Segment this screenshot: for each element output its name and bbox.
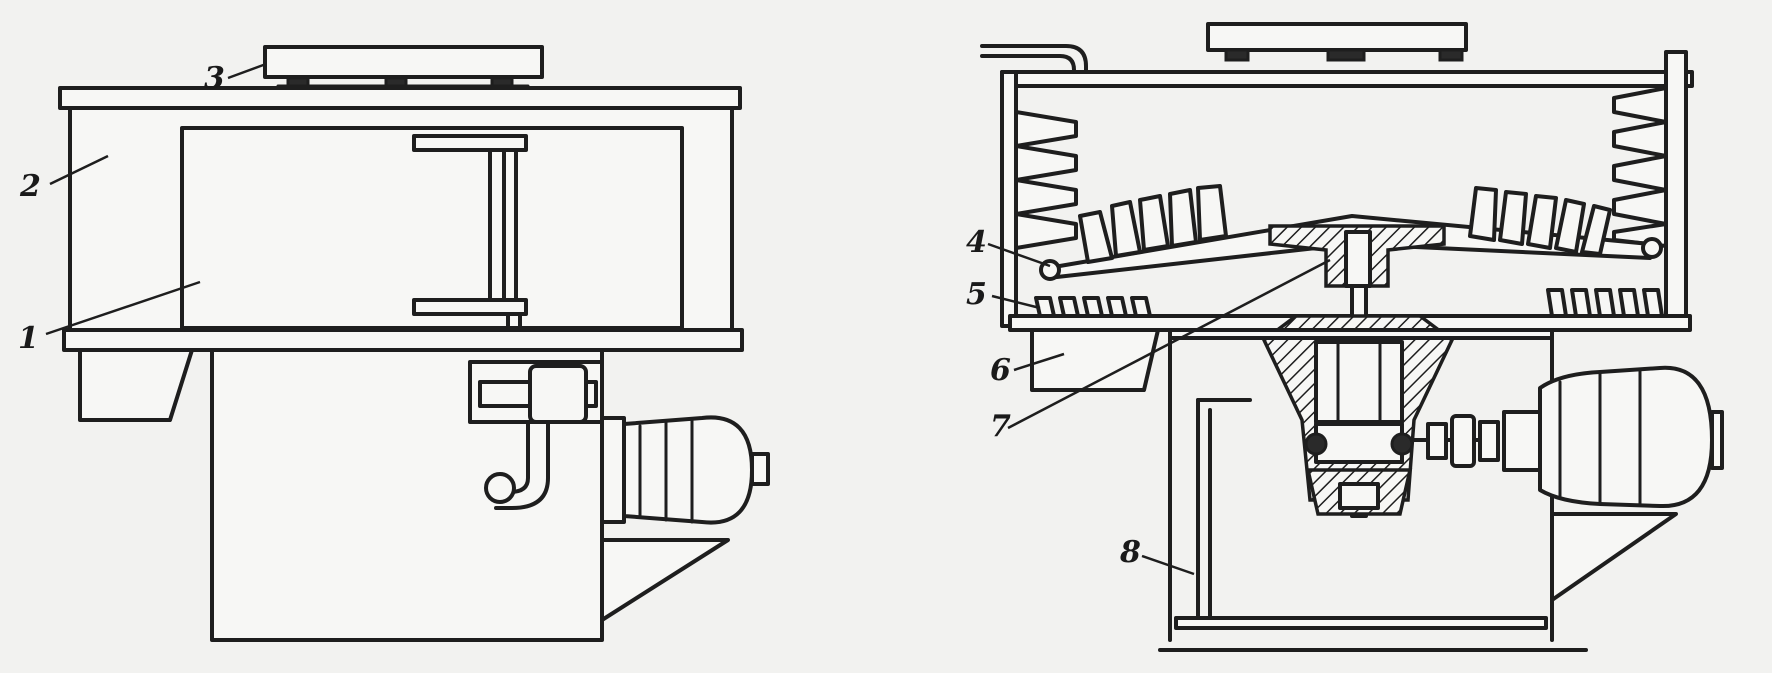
- lower-teeth: [1034, 288, 1664, 318]
- callout-6: 6: [990, 353, 1011, 388]
- callout-3: 3: [204, 61, 225, 96]
- callout-5: 5: [966, 277, 987, 312]
- side-view: [58, 45, 770, 642]
- bottom-rim: [62, 328, 744, 352]
- callout-8: 8: [1119, 535, 1141, 570]
- leader-lines: [45, 62, 1331, 576]
- side-motor: [600, 415, 770, 525]
- section-lid: [1206, 22, 1468, 62]
- rotor-teeth-right: [1468, 186, 1612, 256]
- right-wall-fins: [1612, 86, 1668, 248]
- rotor-teeth-left: [1078, 184, 1228, 264]
- section-motor-bracket: [1550, 512, 1678, 602]
- side-hopper: [78, 348, 194, 422]
- top-rim: [58, 86, 742, 110]
- section-motor: [1502, 365, 1724, 509]
- rod-assembly: [412, 134, 528, 364]
- pipe-bend: [484, 420, 550, 510]
- callout-7: 7: [990, 409, 1011, 444]
- coupling-block: [468, 360, 604, 424]
- left-wall-fins: [1014, 110, 1078, 250]
- motor-bracket: [600, 538, 730, 622]
- callout-labels: 3 2 1 4 5 6 7 8: [18, 61, 1141, 570]
- section-top-frame: [1000, 70, 1694, 88]
- right-wall: [1664, 50, 1688, 318]
- section-view: [980, 22, 1724, 652]
- collection-trough: [1030, 328, 1160, 392]
- left-wall: [1000, 70, 1018, 328]
- section-coupling: [1412, 414, 1500, 468]
- callout-4: 4: [966, 225, 987, 260]
- callout-1: 1: [18, 321, 39, 356]
- callout-2: 2: [19, 169, 41, 204]
- feed-pipe: [980, 44, 1088, 82]
- bearing-housing: [1261, 314, 1455, 516]
